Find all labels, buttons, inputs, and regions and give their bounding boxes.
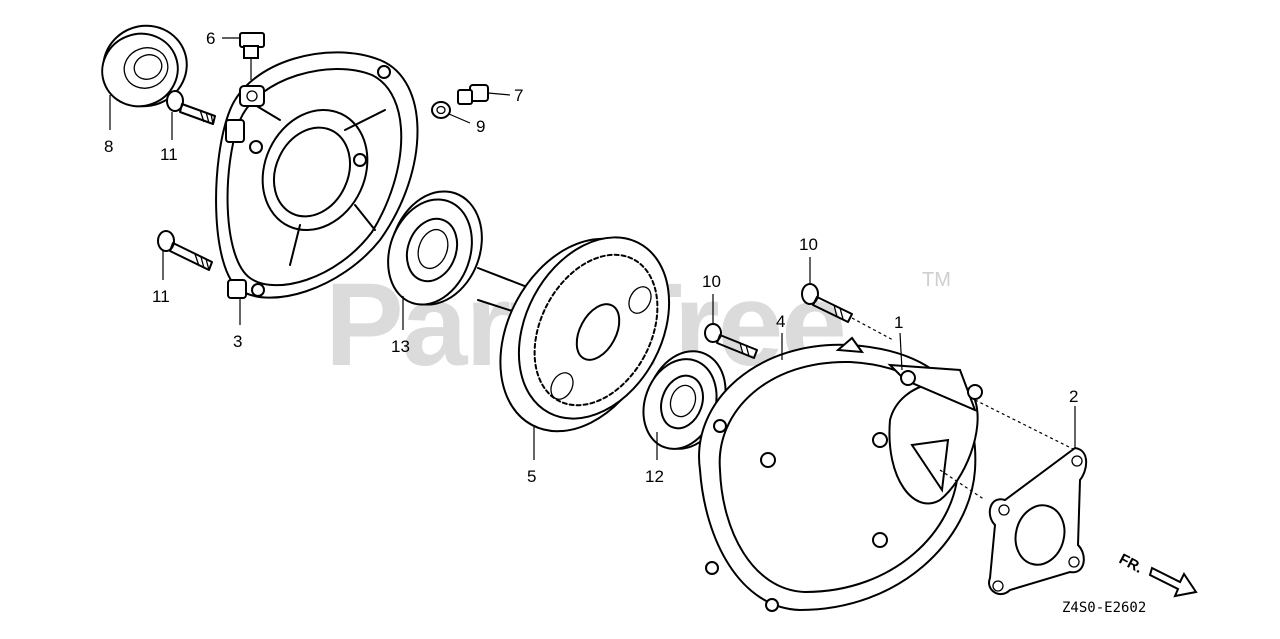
part-9-washer[interactable] [431,101,471,124]
callout-3: 3 [233,332,242,351]
part-7-plug[interactable] [457,84,511,105]
watermark-tm: TM [922,269,951,291]
front-label: FR. [1116,551,1145,577]
callout-10-right: 10 [799,235,818,254]
callout-6: 6 [206,29,215,48]
part-8-oil-seal[interactable] [92,14,198,118]
callout-leaders [109,37,1076,460]
callout-4: 4 [776,312,785,331]
part-2-gasket[interactable] [988,446,1088,596]
part-11-bolt-lower[interactable] [157,230,213,271]
diagram-code: Z4S0-E2602 [1062,600,1146,616]
callout-13: 13 [391,337,410,356]
callout-5: 5 [527,467,536,486]
part-13-bearing[interactable] [374,178,497,317]
callout-1: 1 [894,313,903,332]
part-4-gear-case[interactable] [698,336,1076,612]
callout-2: 2 [1069,387,1078,406]
callout-11-upper: 11 [160,145,178,164]
front-direction-arrow: FR. [1116,551,1198,598]
part-10-bolt-right[interactable] [801,283,894,341]
part-11-bolt-upper[interactable] [166,90,216,125]
callout-10-left: 10 [702,272,721,291]
part-10-bolt-left[interactable] [704,323,758,359]
callout-8: 8 [104,137,113,156]
part-5-ring-gear[interactable] [469,211,700,459]
callout-12: 12 [645,467,664,486]
callout-11-lower: 11 [152,287,170,306]
callout-7: 7 [514,86,523,105]
part-3-case-cover[interactable] [215,51,419,299]
callout-9: 9 [476,117,485,136]
part-6-bolt[interactable] [239,32,265,80]
